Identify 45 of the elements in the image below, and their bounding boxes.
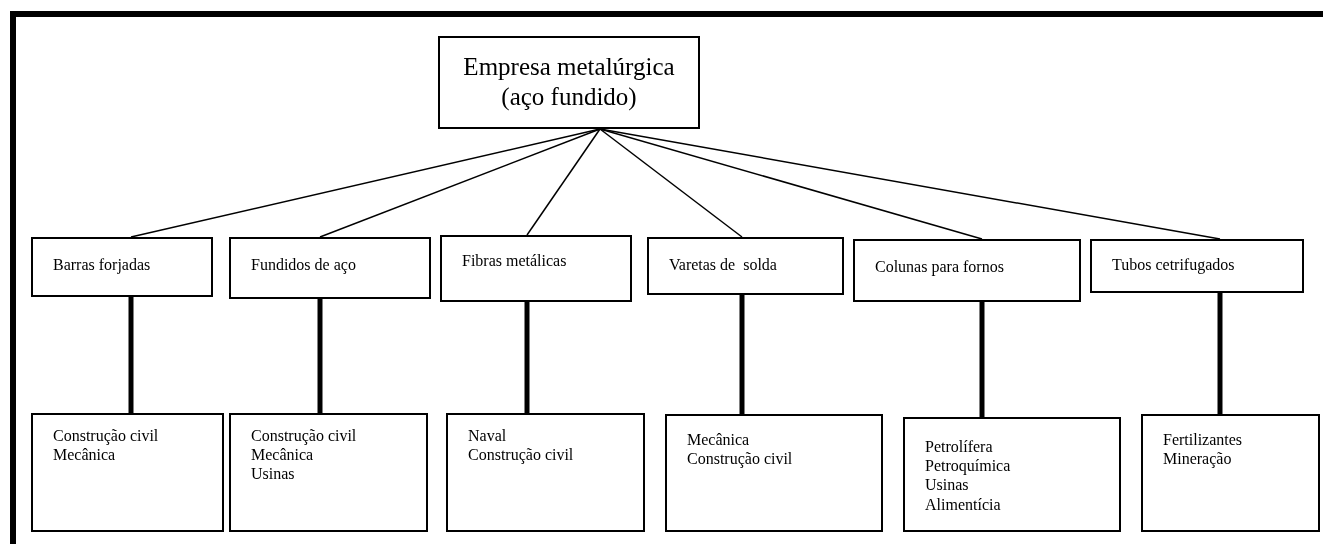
category-box — [229, 413, 428, 532]
label-text: Usinas — [925, 475, 969, 495]
root-box — [438, 36, 700, 129]
thick-connector-line — [739, 295, 745, 414]
category-box — [446, 413, 645, 532]
connector-line — [526, 128, 601, 236]
thick-connector-line — [979, 302, 985, 417]
label-text: Fibras metálicas — [462, 251, 567, 271]
thick-connector-line — [317, 299, 323, 413]
label-text: Construção civil — [468, 445, 574, 465]
thick-connector-line — [1217, 293, 1223, 414]
label-text: Colunas para fornos — [875, 257, 1004, 277]
label-text: Usinas — [251, 464, 295, 484]
category-box — [31, 237, 213, 297]
label-text: Construção civil — [687, 449, 793, 469]
label-text: Mecânica — [251, 445, 314, 465]
label-text: Construção civil — [251, 426, 357, 446]
label-text: Mineração — [1163, 449, 1232, 469]
title-text: Empresa metalúrgica (aço fundido) — [462, 52, 676, 112]
label-text: Construção civil — [53, 426, 159, 446]
label-text: Tubos cetrifugados — [1112, 255, 1235, 275]
category-box — [903, 417, 1121, 532]
thick-connector-line — [128, 297, 134, 413]
category-box — [1090, 239, 1304, 293]
label-text: Varetas de solda — [669, 255, 777, 275]
label-text: Alimentícia — [925, 494, 1001, 514]
label-text: Mecânica — [53, 445, 116, 465]
label-text: Petrolífera — [925, 437, 993, 457]
category-box — [229, 237, 431, 299]
connector-line — [599, 128, 743, 238]
connector-line — [599, 128, 983, 240]
label-text: Naval — [468, 426, 507, 446]
category-box — [1141, 414, 1320, 532]
label-text: Petroquímica — [925, 456, 1011, 476]
thick-connector-line — [524, 302, 530, 413]
connector-line — [319, 128, 601, 238]
label-text: Fertilizantes — [1163, 430, 1243, 450]
category-box — [647, 237, 844, 295]
category-box — [665, 414, 883, 532]
label-text: Mecânica — [687, 430, 750, 450]
category-box — [440, 235, 632, 302]
label-text: Barras forjadas — [53, 255, 151, 275]
label-text: Fundidos de aço — [251, 255, 356, 275]
category-box — [853, 239, 1081, 302]
category-box — [31, 413, 224, 532]
